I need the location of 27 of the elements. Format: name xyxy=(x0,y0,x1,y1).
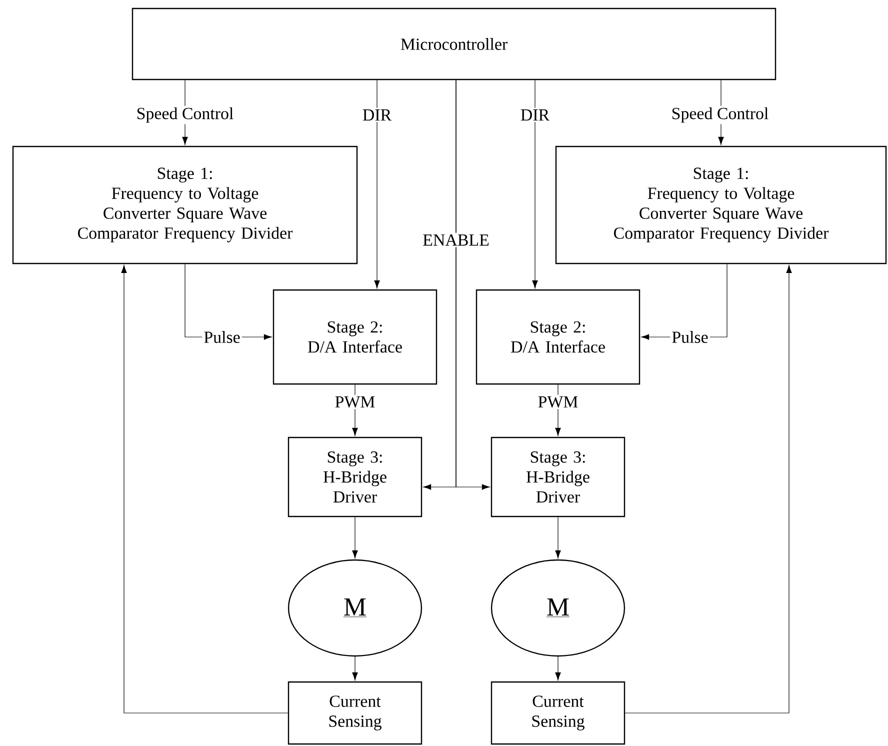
stage-box: Stage 2: D/A Interface xyxy=(272,289,438,385)
arrow xyxy=(374,80,380,288)
sensing-box: Current Sensing xyxy=(288,681,422,745)
stage-box: Stage 2: D/A Interface xyxy=(476,289,640,385)
arrow xyxy=(121,265,288,714)
stage-box: Stage 1: Frequency to Voltage Converter Square Wave Comparator Frequency Divider xyxy=(555,146,887,264)
main-box: Microcontroller xyxy=(132,8,776,80)
sensing-box: Current Sensing xyxy=(490,681,626,745)
edge-label: DIR xyxy=(518,108,552,122)
arrow xyxy=(532,80,538,288)
arrow xyxy=(624,265,792,714)
edge-label: Speed Control xyxy=(670,106,770,124)
arrow xyxy=(555,516,561,558)
edge-label: PWM xyxy=(333,394,377,410)
edge-label: DIR xyxy=(360,108,394,122)
arrow xyxy=(456,80,490,490)
edge-label: ENABLE xyxy=(421,232,491,248)
stage-box: Stage 3: H-Bridge Driver xyxy=(288,436,422,518)
arrow xyxy=(352,516,358,558)
stage-box: Stage 1: Frequency to Voltage Converter Square Wave Comparator Frequency Divider xyxy=(12,146,358,264)
arrow xyxy=(352,656,358,680)
stage-box: Stage 3: H-Bridge Driver xyxy=(490,436,626,518)
edge-label: Pulse xyxy=(202,330,242,344)
edge-label: PWM xyxy=(536,394,580,410)
edge-label: Speed Control xyxy=(134,106,236,124)
edge-label: Pulse xyxy=(670,330,710,344)
arrow xyxy=(555,656,561,680)
